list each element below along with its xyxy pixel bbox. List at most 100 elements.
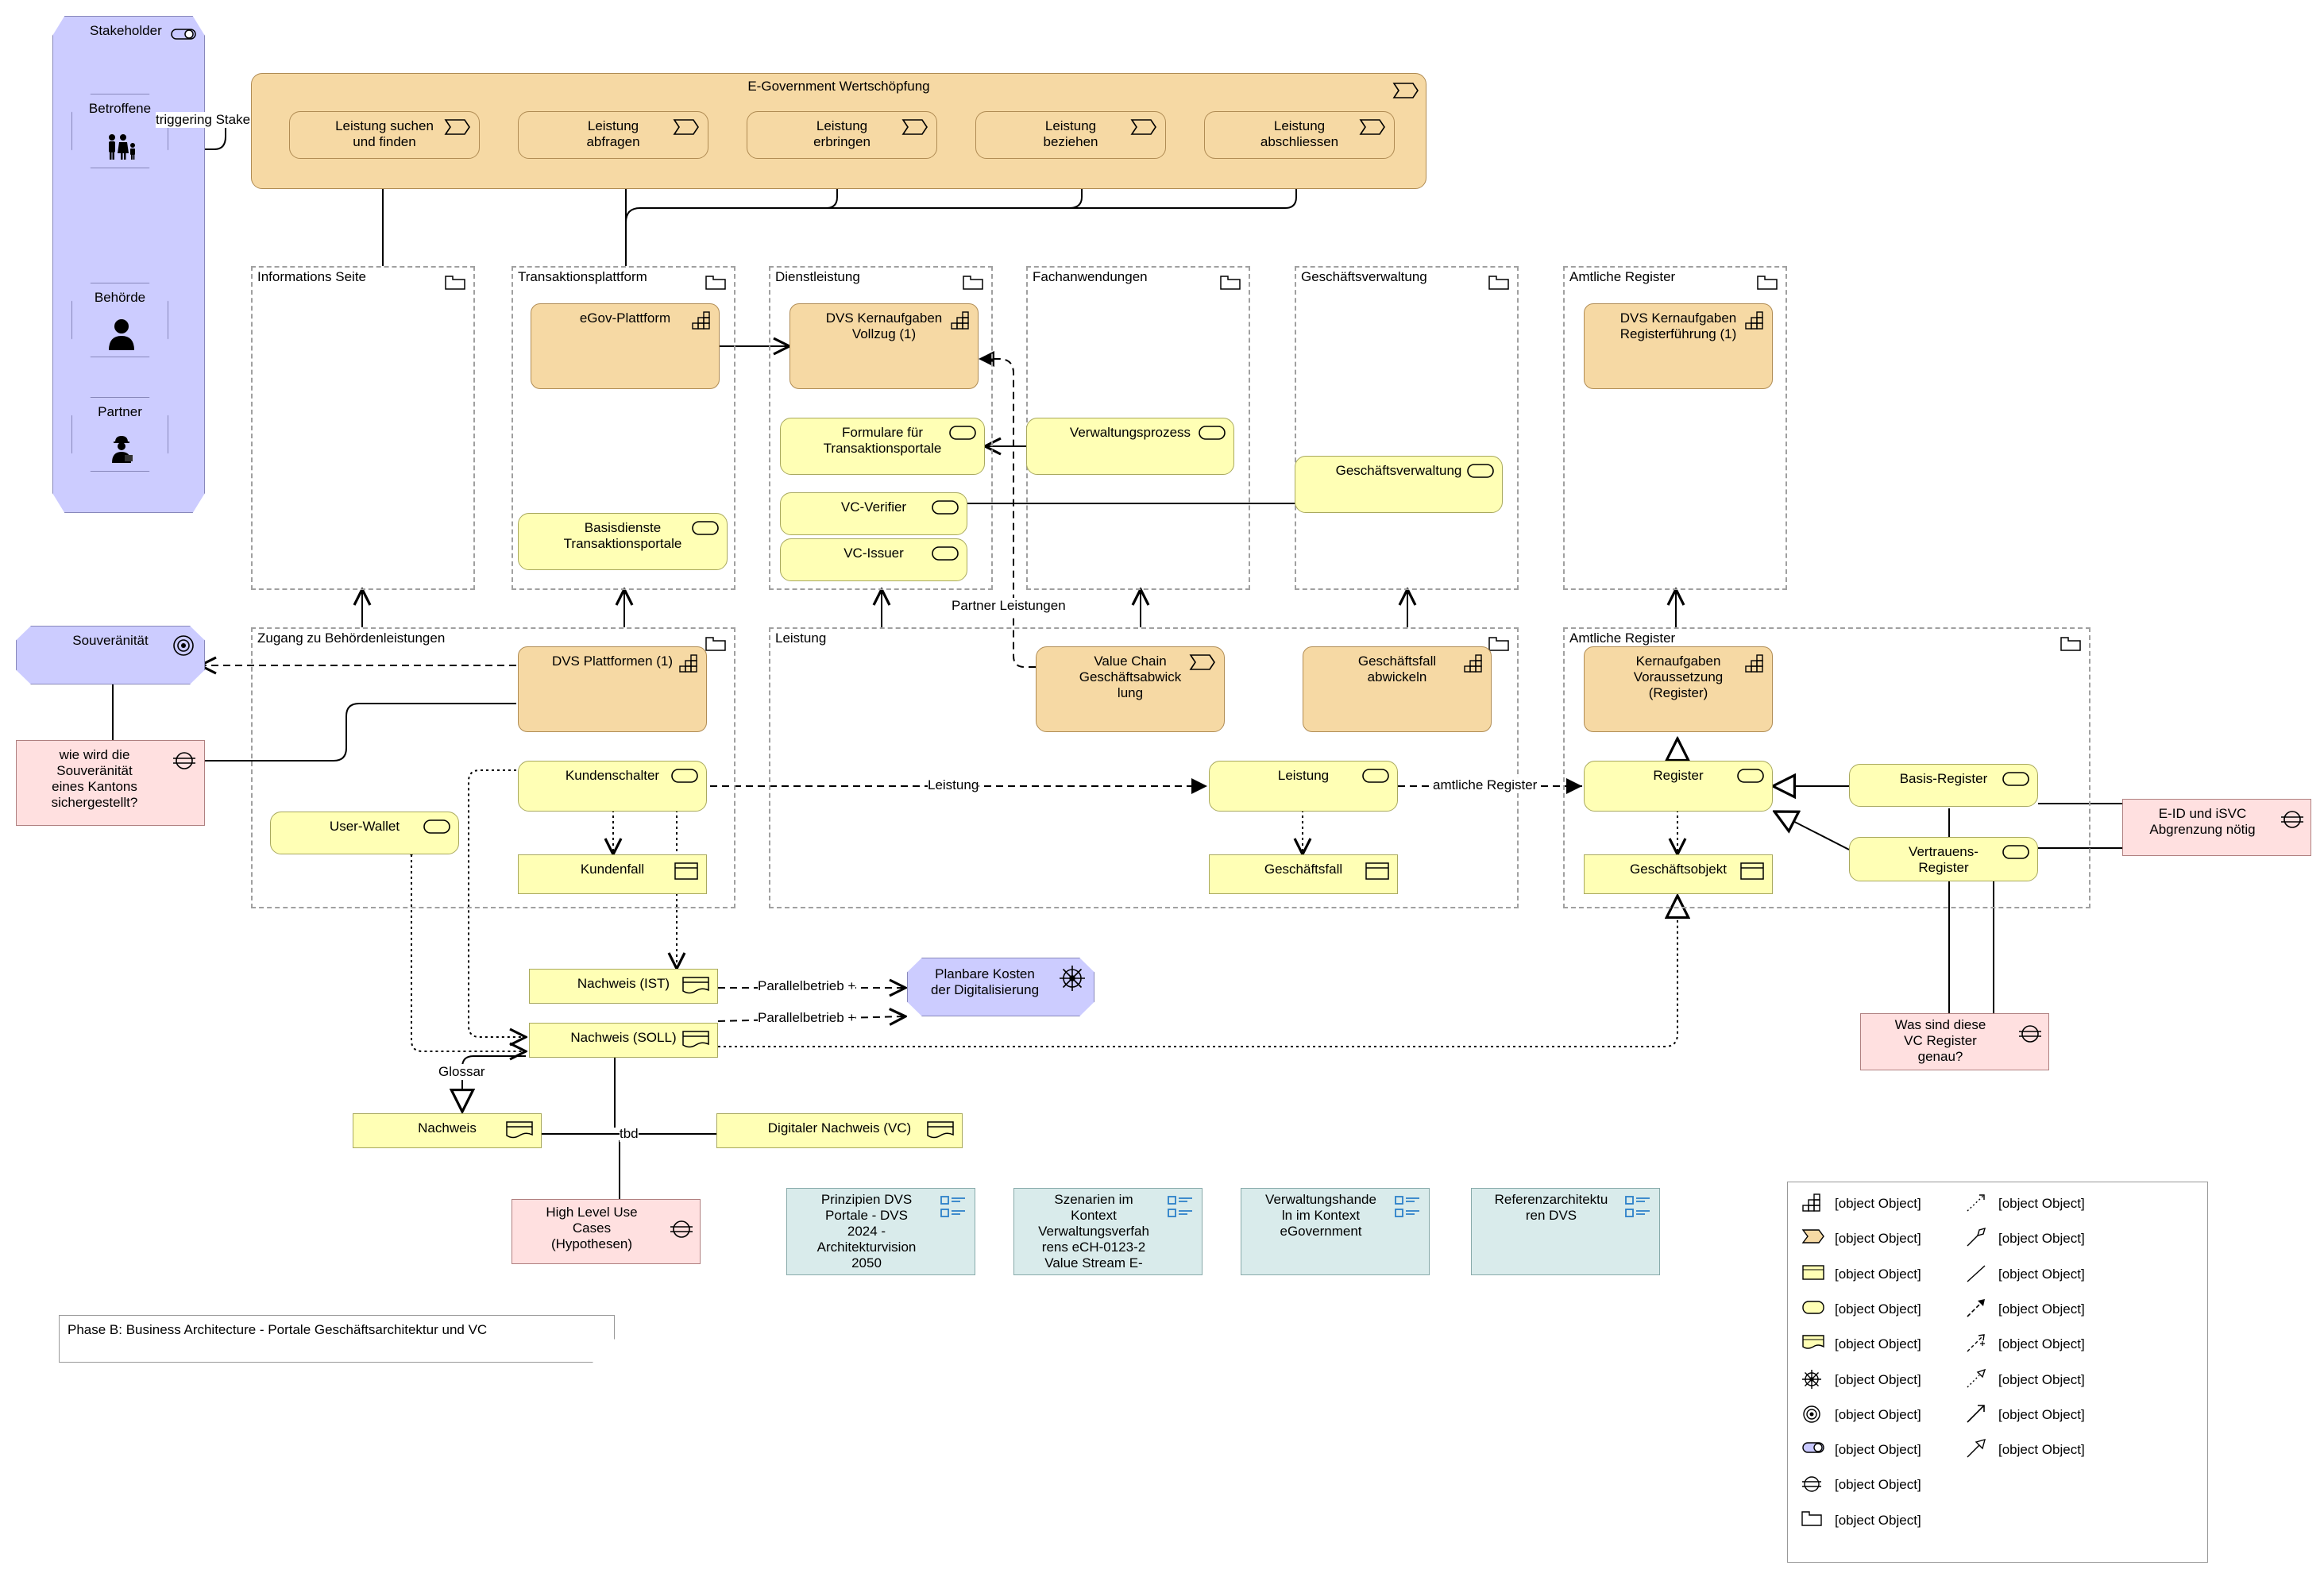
group-amtliche-register-bottom[interactable]: Amtliche Register <box>1563 627 2090 908</box>
object-geschaeftsfall[interactable]: Geschäftsfall <box>1209 854 1398 894</box>
legend-label: [object Object] <box>1835 1266 1921 1282</box>
object-geschaeftsobjekt[interactable]: Geschäftsobjekt <box>1584 854 1773 894</box>
object-kundenfall[interactable]: Kundenfall <box>518 854 707 894</box>
representation-icon <box>682 1030 709 1053</box>
group-informations-seite[interactable]: Informations Seite <box>251 266 475 590</box>
service-kundenschalter[interactable]: Kundenschalter <box>518 761 707 812</box>
element-label: Kernaufgaben Voraussetzung (Register) <box>1633 654 1724 700</box>
capability-egov-plattform[interactable]: eGov-Plattform <box>531 303 720 389</box>
capability-kernaufgaben[interactable]: Kernaufgaben Voraussetzung (Register) <box>1584 646 1773 732</box>
stakeholder-betroffene[interactable]: Betroffene <box>71 94 168 168</box>
capability-dvs-registerfuehrung[interactable]: DVS Kernaufgaben Registerführung (1) <box>1584 303 1773 389</box>
value-stream-icon <box>444 118 471 140</box>
goal-icon <box>173 635 194 656</box>
legend-label: [object Object] <box>1835 1512 1921 1528</box>
capability-geschaeftsfall-abwickeln[interactable]: Geschäftsfall abwickeln <box>1303 646 1492 732</box>
representation-digitaler-nachweis[interactable]: Digitaler Nachweis (VC) <box>716 1113 963 1148</box>
capability-dvs-plattformen[interactable]: DVS Plattformen (1) <box>518 646 707 732</box>
legend-label: [object Object] <box>1835 1477 1921 1493</box>
legend-label: [object Object] <box>1835 1442 1921 1458</box>
service-basis-register[interactable]: Basis-Register <box>1849 764 2038 807</box>
value-stream-value-chain[interactable]: Value Chain Geschäftsabwick lung <box>1036 646 1225 732</box>
element-label: Value Chain Geschäftsabwick lung <box>1079 654 1182 700</box>
soll-to-geschobj <box>718 896 1677 1047</box>
view-title-note: Phase B: Business Architecture - Portale… <box>59 1315 615 1363</box>
legend-label: [object Object] <box>1998 1266 2085 1282</box>
service-vertrauens-register[interactable]: Vertrauens- Register <box>1849 837 2038 881</box>
goal-souveraenitaet[interactable]: Souveränität <box>16 626 205 684</box>
element-label: Nachweis <box>418 1120 477 1136</box>
group-geschaeftsverwaltung[interactable]: Geschäftsverwaltung <box>1295 266 1519 590</box>
value-stream-step-5[interactable]: Leistung abschliessen <box>1204 111 1395 159</box>
document-3[interactable]: Verwaltungshande ln im Kontext eGovernme… <box>1241 1188 1430 1275</box>
group-leistung[interactable]: Leistung <box>769 627 1519 908</box>
gap-vc-register[interactable]: Was sind diese VC Register genau? <box>1860 1013 2049 1070</box>
representation-nachweis[interactable]: Nachweis <box>353 1113 542 1148</box>
representation-nachweis-ist[interactable]: Nachweis (IST) <box>529 969 718 1004</box>
element-label: DVS Plattformen (1) <box>551 654 674 669</box>
capability-dvs-vollzug[interactable]: DVS Kernaufgaben Vollzug (1) <box>789 303 979 389</box>
service-register[interactable]: Register <box>1584 761 1773 812</box>
group-amtliche-register-top[interactable]: Amtliche Register <box>1563 266 1787 590</box>
realization-relation-icon <box>1965 1368 1987 1394</box>
element-label: Verwaltungshande ln im Kontext eGovernme… <box>1265 1192 1376 1239</box>
business-service-icon <box>1801 1298 1825 1320</box>
behoerde-label: Behörde <box>94 290 146 305</box>
driver-planbare-kosten[interactable]: Planbare Kosten der Digitalisierung <box>907 958 1094 1016</box>
stakeholder-title: Stakeholder <box>90 23 162 38</box>
edge-label-partner-leistungen: Partner Leistungen <box>952 598 1066 614</box>
business-service-icon <box>1362 768 1389 788</box>
capability-icon <box>692 311 710 330</box>
legend-label: [object Object] <box>1998 1336 2085 1352</box>
edge-label-leistung: Leistung <box>928 777 979 793</box>
stakeholder-behoerde[interactable]: Behörde <box>71 283 168 357</box>
document-icon <box>1624 1195 1651 1226</box>
element-label: Souveränität <box>72 633 149 648</box>
value-stream-step-2[interactable]: Leistung abfragen <box>518 111 708 159</box>
service-geschaeftsverwaltung[interactable]: Geschäftsverwaltung <box>1295 456 1503 513</box>
document-1[interactable]: Prinzipien DVS Portale - DVS 2024 - Arch… <box>786 1188 975 1275</box>
value-stream-step-4[interactable]: Leistung beziehen <box>975 111 1166 159</box>
value-stream-step-1[interactable]: Leistung suchen und finden <box>289 111 480 159</box>
service-vc-issuer[interactable]: VC-Issuer <box>780 538 967 581</box>
edge-label-amtliche-register: amtliche Register <box>1433 777 1538 793</box>
service-formulare[interactable]: Formulare für Transaktionsportale <box>780 418 985 475</box>
soll-to-usecases <box>614 1056 620 1199</box>
specialization-relation-icon <box>1965 1439 1987 1463</box>
document-2[interactable]: Szenarien im Kontext Verwaltungsverfah r… <box>1013 1188 1203 1275</box>
legend-label: [object Object] <box>1835 1336 1921 1352</box>
document-icon <box>940 1195 967 1226</box>
stakeholder-partner[interactable]: Partner <box>71 397 168 472</box>
group-title: Amtliche Register <box>1569 269 1676 284</box>
grouping-icon <box>1220 276 1241 290</box>
service-vc-verifier[interactable]: VC-Verifier <box>780 492 967 535</box>
gap-souveraenitaet[interactable]: wie wird die Souveränität eines Kantons … <box>16 740 205 826</box>
gap-eid[interactable]: E-ID und iSVC Abgrenzung nötig <box>2122 799 2311 856</box>
element-label: Register <box>1653 768 1704 783</box>
driver-icon <box>1801 1369 1822 1394</box>
service-basisdienste[interactable]: Basisdienste Transaktionsportale <box>518 513 728 570</box>
service-leistung[interactable]: Leistung <box>1209 761 1398 812</box>
value-stream-icon <box>1189 654 1215 670</box>
grouping-icon <box>1488 637 1509 651</box>
legend-label: [object Object] <box>1835 1196 1921 1211</box>
representation-nachweis-soll[interactable]: Nachweis (SOLL) <box>529 1023 718 1058</box>
element-label: Leistung erbringen <box>813 118 871 149</box>
business-object-icon <box>674 862 698 885</box>
document-4[interactable]: Referenzarchitektu ren DVS <box>1471 1188 1660 1275</box>
legend-label: [object Object] <box>1835 1406 1921 1422</box>
serving-relation-icon <box>1965 1404 1987 1429</box>
group-title: Amtliche Register <box>1569 630 1676 646</box>
group-transaktionsplattform[interactable]: Transaktionsplattform <box>512 266 735 590</box>
legend <box>1787 1182 2208 1563</box>
group-title: Leistung <box>775 630 827 646</box>
group-zugang-behoerdenleistungen[interactable]: Zugang zu Behördenleistungen <box>251 627 735 908</box>
service-verwaltungsprozess[interactable]: Verwaltungsprozess <box>1026 418 1234 475</box>
service-user-wallet[interactable]: User-Wallet <box>270 812 459 854</box>
representation-icon <box>1801 1333 1825 1355</box>
grouping-icon <box>705 637 726 651</box>
value-stream-step-3[interactable]: Leistung erbringen <box>747 111 937 159</box>
gap-use-cases[interactable]: High Level Use Cases (Hypothesen) <box>512 1199 701 1264</box>
gap-icon <box>173 752 195 769</box>
group-dienstleistung[interactable]: Dienstleistung <box>769 266 993 590</box>
